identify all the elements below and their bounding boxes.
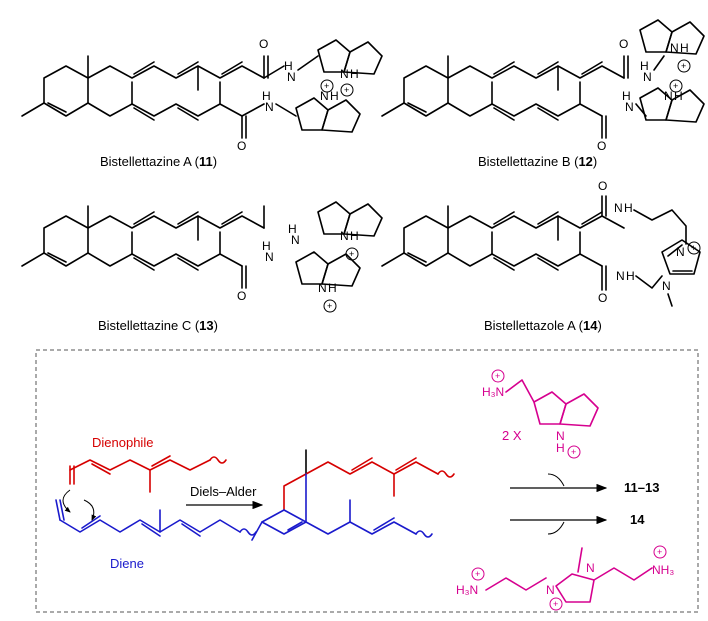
svg-text:N: N (670, 41, 679, 55)
svg-text:+: + (344, 85, 349, 95)
label-13: Bistellettazine C (13) (98, 318, 218, 333)
svg-text:+: + (657, 547, 662, 557)
svg-text:N: N (287, 70, 296, 84)
svg-text:N: N (546, 583, 555, 597)
svg-text:+: + (571, 447, 576, 457)
svg-text:N: N (318, 281, 327, 295)
svg-text:H: H (350, 67, 359, 81)
svg-text:N: N (676, 245, 685, 259)
svg-text:H: H (640, 59, 649, 73)
svg-text:+: + (475, 569, 480, 579)
svg-text:O: O (598, 291, 607, 305)
svg-text:N: N (320, 89, 329, 103)
svg-text:O: O (597, 139, 606, 153)
structure-12: O H N N H + O H N N H + Bistellettazine … (381, 19, 705, 169)
svg-text:N: N (340, 67, 349, 81)
adduct-structure (251, 449, 455, 541)
svg-text:O: O (598, 179, 607, 193)
svg-text:H: H (680, 41, 689, 55)
svg-text:H: H (674, 89, 683, 103)
label-14: Bistellettazole A (14) (484, 318, 602, 333)
svg-text:+: + (553, 599, 558, 609)
dienophile-structure (69, 455, 227, 493)
svg-text:N: N (291, 233, 300, 247)
label-12: Bistellettazine B (12) (478, 154, 597, 169)
svg-text:H₃N: H₃N (482, 385, 504, 399)
svg-text:N: N (556, 429, 565, 443)
svg-text:H: H (330, 89, 339, 103)
svg-text:H: H (328, 281, 337, 295)
svg-text:O: O (237, 289, 246, 303)
dienophile-label: Dienophile (92, 435, 153, 450)
svg-text:N: N (616, 269, 625, 283)
svg-text:N: N (662, 279, 671, 293)
label-11: Bistellettazine A (11) (100, 154, 217, 169)
reagent-imidazolium: H₃N + N + N NH₃ + (456, 545, 674, 611)
product-11-13: 11–13 (624, 480, 659, 495)
svg-text:H: H (350, 229, 359, 243)
svg-text:+: + (681, 61, 686, 71)
structure-13: H N N H + O H N N H + Bistellettazine C … (21, 201, 383, 333)
svg-text:N: N (586, 561, 595, 575)
diels-alder-label: Diels–Alder (190, 484, 257, 499)
diene-structure (55, 499, 257, 537)
svg-text:+: + (691, 243, 696, 253)
svg-text:N: N (664, 89, 673, 103)
svg-text:H₃N: H₃N (456, 583, 478, 597)
diene-label: Diene (110, 556, 144, 571)
svg-text:N: N (265, 250, 274, 264)
reagent-multiplier: 2 X (502, 428, 522, 443)
svg-text:H: H (624, 201, 633, 215)
svg-text:NH₃: NH₃ (652, 563, 674, 577)
svg-text:H: H (284, 59, 293, 73)
svg-text:+: + (673, 81, 678, 91)
svg-text:+: + (324, 81, 329, 91)
svg-text:H: H (626, 269, 635, 283)
svg-text:H: H (622, 89, 631, 103)
svg-text:N: N (265, 100, 274, 114)
svg-text:H: H (288, 222, 297, 236)
svg-text:H: H (556, 441, 565, 455)
svg-text:N: N (614, 201, 623, 215)
svg-text:+: + (327, 301, 332, 311)
svg-text:O: O (237, 139, 246, 153)
svg-text:O: O (259, 37, 268, 51)
svg-text:N: N (625, 100, 634, 114)
electron-arrows (62, 489, 97, 521)
structure-14: O N H N + N O N H Bistellettazole A (14) (381, 179, 701, 333)
svg-text:H: H (262, 89, 271, 103)
svg-text:N: N (643, 70, 652, 84)
svg-text:+: + (495, 371, 500, 381)
svg-text:H: H (262, 239, 271, 253)
svg-text:+: + (349, 249, 354, 259)
reagent-pyrrolizidine: H₃N + N H + (482, 369, 599, 459)
structure-11: O H N N H + O H N N H + Bistellettazine … (21, 37, 383, 169)
product-14: 14 (630, 512, 645, 527)
scheme-box (35, 349, 699, 613)
svg-text:N: N (340, 229, 349, 243)
svg-text:O: O (619, 37, 628, 51)
